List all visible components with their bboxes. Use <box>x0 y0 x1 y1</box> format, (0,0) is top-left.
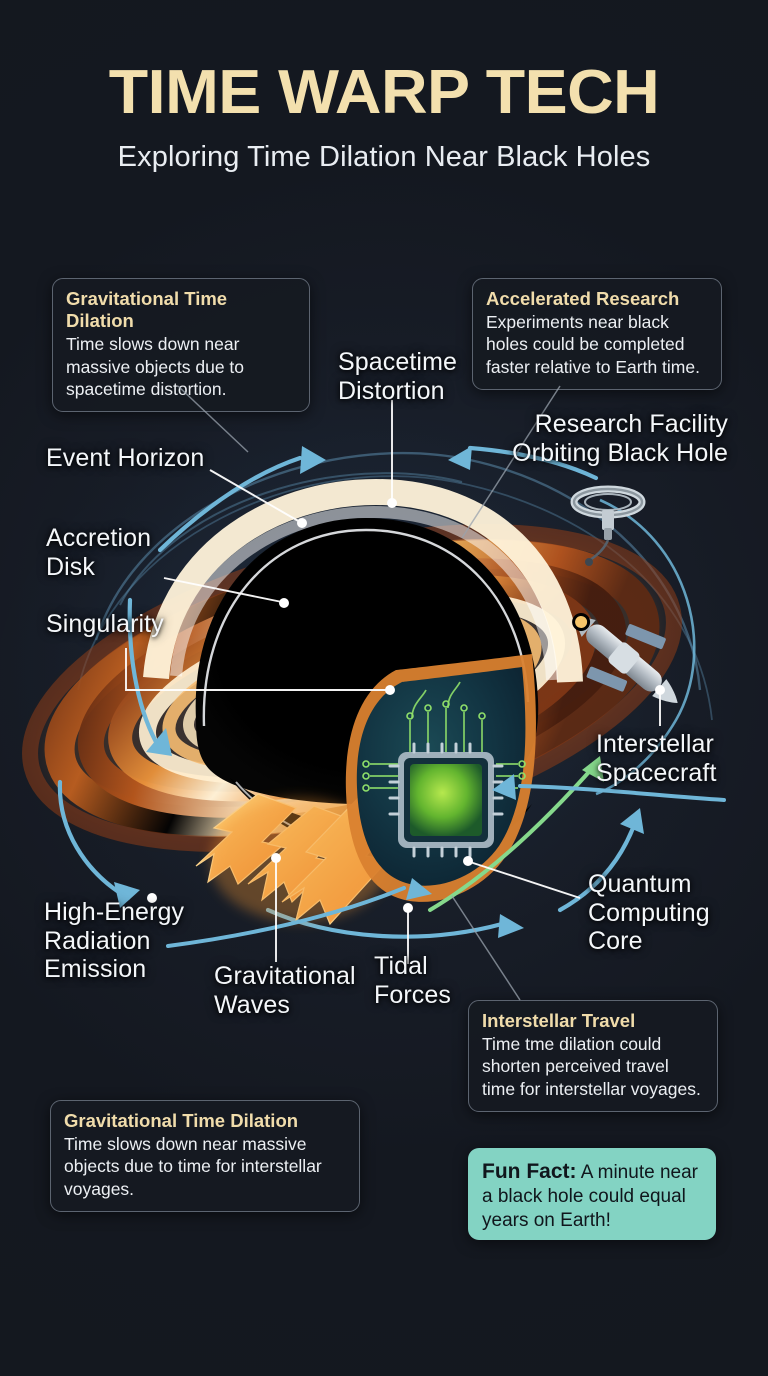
callout-interstellar-travel[interactable]: Interstellar Travel Time tme dilation co… <box>468 1000 718 1112</box>
label-event-horizon: Event Horizon <box>46 444 205 472</box>
fun-fact-text: Fun Fact: A minute near a black hole cou… <box>482 1159 702 1232</box>
ring-space-station <box>570 485 646 566</box>
callout-title: Interstellar Travel <box>482 1010 636 1031</box>
label-accretion-disk: Accretion Disk <box>46 524 152 581</box>
radiation-glow <box>210 798 390 922</box>
callout-title: Gravitational Time Dilation <box>64 1110 299 1131</box>
callout-body: Experiments near black holes could be co… <box>486 312 700 377</box>
chip-pins <box>388 742 504 858</box>
travel-time-arrow <box>428 762 598 912</box>
callout-gravitational-time-dilation-bottom[interactable]: Gravitational Time Dilation Time slows d… <box>50 1100 360 1212</box>
quantum-chip-shield <box>345 654 536 902</box>
label-interstellar-spacecraft: Interstellar Spacecraft <box>596 730 717 787</box>
fun-fact-body: A minute near a black hole could equal y… <box>482 1162 698 1231</box>
label-singularity: Singularity <box>46 610 164 638</box>
fun-fact-card[interactable]: Fun Fact: A minute near a black hole cou… <box>468 1148 716 1240</box>
callout-title: Accelerated Research <box>486 288 680 309</box>
chip-pointer-arrowheads <box>406 774 516 900</box>
callout-body: Time tme dilation could shorten perceive… <box>482 1034 701 1099</box>
label-high-energy-radiation: High-Energy Radiation Emission <box>44 898 185 983</box>
travel-time-arrowhead <box>582 756 604 782</box>
label-tidal-forces: Tidal Forces <box>374 952 452 1009</box>
label-research-facility: Research Facility Orbiting Black Hole <box>512 410 728 467</box>
page-title: TIME WARP TECH <box>108 58 660 127</box>
header: TIME WARP TECH Exploring Time Dilation N… <box>0 0 768 174</box>
orbit-path <box>595 498 696 796</box>
chip-pointer-arrows <box>166 784 726 948</box>
callout-title: Gravitational Time Dilation <box>66 288 228 332</box>
callout-body: Time slows down near massive objects due… <box>64 1134 322 1199</box>
callout-accelerated-research[interactable]: Accelerated Research Experiments near bl… <box>472 278 722 390</box>
label-gravitational-waves: Gravitational Waves <box>214 962 356 1019</box>
callout-body: Time slows down near massive objects due… <box>66 334 245 399</box>
label-spacetime-distortion: Spacetime Distortion <box>338 348 458 405</box>
black-hole-illustration <box>0 390 768 1030</box>
fun-fact-label: Fun Fact: <box>482 1160 577 1183</box>
callout-gravitational-time-dilation-top[interactable]: Gravitational Time Dilation Time slows d… <box>52 278 310 413</box>
rocket-spacecraft <box>572 613 678 703</box>
page-subtitle: Exploring Time Dilation Near Black Holes <box>117 141 651 173</box>
label-quantum-computing-core: Quantum Computing Core <box>588 870 710 955</box>
